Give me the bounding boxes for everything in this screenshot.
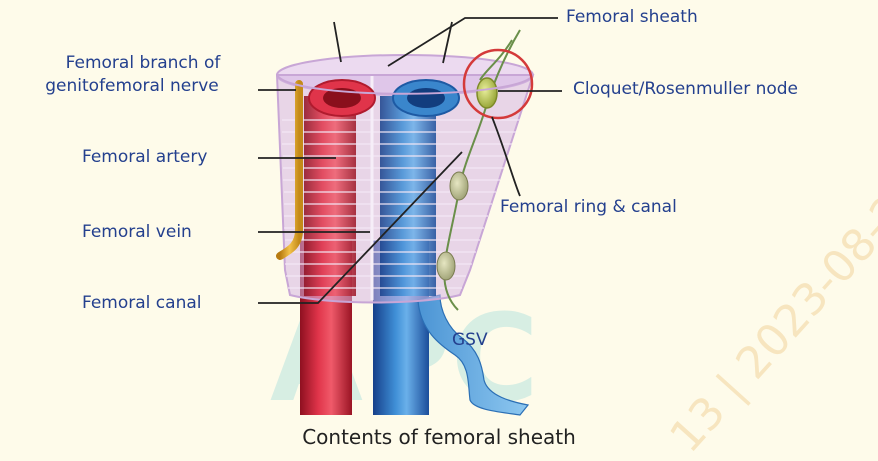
label-femoral-ring-canal: Femoral ring & canal bbox=[500, 196, 677, 219]
leader-sheath-a bbox=[334, 22, 341, 62]
label-genitofemoral-line1: Femoral branch of bbox=[34, 52, 252, 75]
label-femoral-vein: Femoral vein bbox=[82, 221, 192, 244]
lymph-node-lower-1 bbox=[450, 172, 468, 200]
label-cloquet-node: Cloquet/Rosenmuller node bbox=[573, 78, 798, 101]
label-femoral-artery: Femoral artery bbox=[82, 146, 207, 169]
label-gsv: GSV bbox=[452, 329, 488, 352]
lymph-node-lower-2 bbox=[437, 252, 455, 280]
label-genitofemoral-line2: genitofemoral nerve bbox=[12, 75, 252, 98]
cloquet-node-shape bbox=[477, 78, 497, 108]
figure-caption: Contents of femoral sheath bbox=[0, 425, 878, 449]
label-genitofemoral: Femoral branch of genitofemoral nerve bbox=[34, 52, 252, 98]
artery-upper bbox=[304, 96, 356, 296]
label-femoral-sheath: Femoral sheath bbox=[566, 6, 698, 29]
label-femoral-canal: Femoral canal bbox=[82, 292, 201, 315]
watermark-stamp: 13 | 2023-08-2 bbox=[660, 186, 878, 461]
vein-lumen bbox=[407, 88, 445, 108]
vein-upper bbox=[380, 96, 436, 296]
